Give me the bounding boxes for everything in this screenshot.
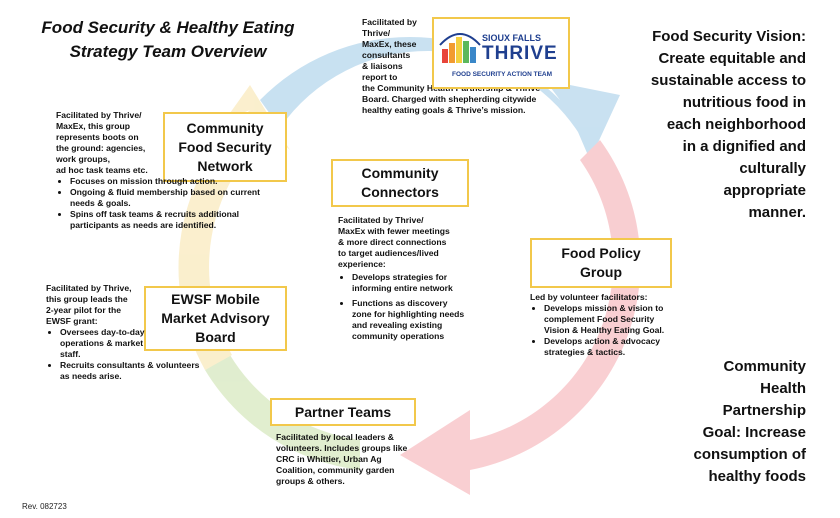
logo-line3: FOOD SECURITY ACTION TEAM xyxy=(451,71,553,78)
partners-description: Facilitated by local leaders &volunteers… xyxy=(276,432,408,486)
arrow-pink xyxy=(400,140,641,495)
arrow-blue xyxy=(260,36,620,160)
logo-line2: THRIVE xyxy=(482,43,558,64)
list-item: Functions as discovery zone for highligh… xyxy=(352,298,468,342)
revision-label: Rev. 082723 xyxy=(22,502,67,511)
list-item: Oversees day-to-day operations & market … xyxy=(60,327,156,360)
connectors-description: Facilitated by Thrive/MaxEx with fewer m… xyxy=(338,215,468,342)
logo-line1: SIOUX FALLS xyxy=(482,33,542,43)
list-item: Spins off task teams & recruits addition… xyxy=(70,209,280,231)
list-item: Ongoing & fluid membership based on curr… xyxy=(70,187,280,209)
policy-description: Led by volunteer facilitators: Develops … xyxy=(530,292,666,358)
list-item: Develops action & advocacy strategies & … xyxy=(544,336,666,358)
ewsf-description: Facilitated by Thrive,this group leads t… xyxy=(46,283,206,382)
box-partner-teams: Partner Teams xyxy=(270,398,416,426)
list-item: Recruits consultants & volunteers as nee… xyxy=(60,360,210,382)
thrive-logo-graphic xyxy=(439,33,481,63)
vision-text: Food Security Vision:Create equitable an… xyxy=(650,28,806,221)
list-item: Develops mission & vision to complement … xyxy=(544,303,666,336)
thrive-logo: SIOUX FALLS THRIVE FOOD SECURITY ACTION … xyxy=(432,17,570,89)
diagram-title: Food Security & Healthy Eating Strategy … xyxy=(41,18,295,61)
list-item: Develops strategies for informing entire… xyxy=(352,272,468,294)
list-item: Focuses on mission through action. xyxy=(70,176,280,187)
